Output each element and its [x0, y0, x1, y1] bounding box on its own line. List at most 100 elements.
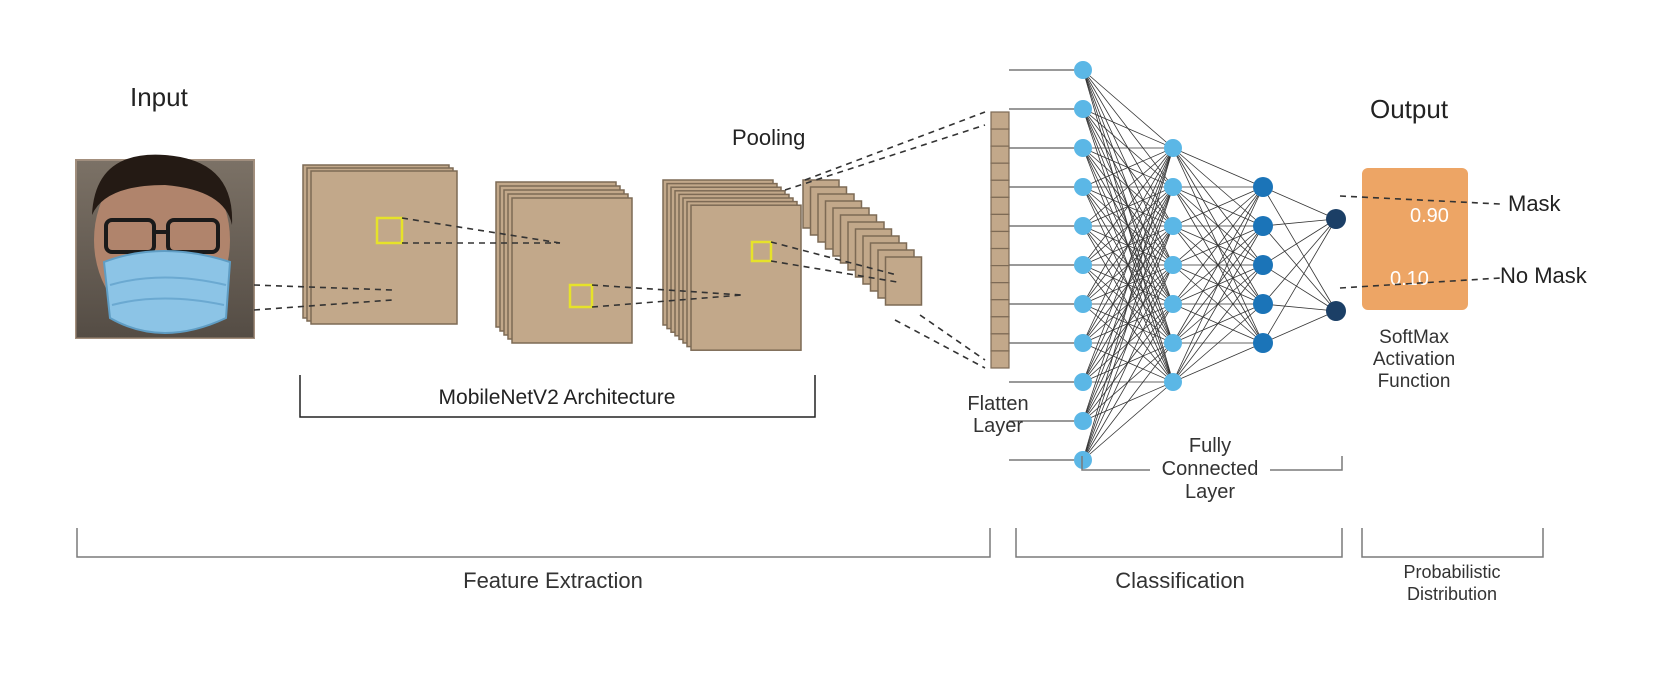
mask-probability: 0.90 [1410, 205, 1449, 227]
connection-line [1082, 147, 1174, 188]
connection-line [1082, 147, 1174, 383]
feature-map-layer [690, 204, 802, 351]
flatten-cell [990, 162, 1010, 181]
network-node [1253, 216, 1273, 236]
connection-line [1262, 303, 1337, 312]
fully-connected-label-line1: Fully [1189, 435, 1231, 457]
network-node [1326, 301, 1346, 321]
connection-line [1172, 342, 1264, 383]
connection-line [1172, 186, 1264, 305]
softmax-label-line3: Function [1378, 371, 1451, 392]
mobilenet-label: MobileNetV2 Architecture [439, 386, 676, 409]
flatten-cell [990, 316, 1010, 335]
network-node [1164, 178, 1182, 196]
classification-label: Classification [1115, 568, 1245, 593]
network-node [1074, 451, 1092, 469]
connection-line [1262, 218, 1337, 344]
connection-line [1172, 186, 1264, 227]
input-photo [75, 154, 255, 339]
connection-line [1082, 342, 1174, 461]
flatten-cell [990, 196, 1010, 215]
network-node [1074, 256, 1092, 274]
flatten-cell [990, 111, 1010, 130]
network-node [1253, 177, 1273, 197]
flatten-layer [990, 111, 1010, 369]
connection-line [1172, 264, 1264, 383]
connection-line [1262, 218, 1337, 266]
network-node [1164, 217, 1182, 235]
connection-line [1082, 147, 1174, 305]
softmax-label-line2: Activation [1373, 349, 1455, 370]
fully-connected-label-line3: Layer [1185, 481, 1235, 503]
feature-extraction-label: Feature Extraction [463, 568, 643, 593]
network-connections [1009, 69, 1337, 461]
output-label: Output [1370, 94, 1449, 124]
mobilenet-bracket [299, 375, 816, 418]
output-dashes [1339, 195, 1501, 289]
bottom-brackets [76, 528, 1544, 558]
network-node [1074, 139, 1092, 157]
feature-map-layer [310, 170, 458, 325]
connection-line [1172, 186, 1264, 383]
network-node [1164, 373, 1182, 391]
connection-line [1262, 186, 1337, 312]
connection-line [1172, 303, 1264, 383]
connection-line [1172, 186, 1264, 344]
network-node [1253, 333, 1273, 353]
connection-line [1262, 225, 1337, 312]
fully-connected-label-line2: Connected [1162, 458, 1259, 480]
dashed-connectors [253, 111, 986, 369]
flatten-cell [990, 350, 1010, 369]
flatten-cell [990, 333, 1010, 352]
connection-line [1172, 225, 1264, 383]
kernel-square-1 [375, 216, 404, 245]
flatten-cell [990, 230, 1010, 250]
flatten-cell [990, 282, 1010, 301]
connection-line [1082, 186, 1174, 461]
kernel-square-2 [568, 283, 594, 309]
connection-line [1082, 147, 1174, 227]
flatten-cell [990, 247, 1010, 267]
connection-line [1172, 186, 1264, 266]
connection-line [1262, 264, 1337, 312]
probabilistic-label-line2: Distribution [1407, 584, 1497, 604]
network-node [1074, 334, 1092, 352]
probabilistic-label-line1: Probabilistic [1403, 562, 1500, 582]
flatten-cell [990, 213, 1010, 233]
softmax-label-line1: SoftMax [1379, 327, 1449, 348]
network-nodes [1074, 61, 1346, 469]
mask-output-label: Mask [1508, 191, 1562, 216]
kernel-square-3 [750, 240, 773, 263]
flatten-cell [990, 179, 1010, 198]
network-node [1074, 178, 1092, 196]
network-node [1074, 100, 1092, 118]
network-node [1074, 217, 1092, 235]
connection-line [1082, 264, 1174, 461]
feature-map-stack-2 [495, 181, 633, 344]
feature-map-layer [511, 197, 633, 344]
network-node [1164, 295, 1182, 313]
connection-line [1262, 186, 1337, 220]
network-node [1164, 139, 1182, 157]
flatten-label-line1: Flatten [967, 393, 1028, 415]
network-node [1164, 256, 1182, 274]
flatten-label-line2: Layer [973, 415, 1023, 437]
softmax-box [1362, 168, 1468, 310]
no-mask-output-label: No Mask [1500, 263, 1588, 288]
feature-map-stack-1 [302, 164, 458, 325]
feature-map-stack-3 [662, 179, 802, 351]
connection-line [1082, 147, 1174, 344]
connection-line [1082, 147, 1174, 422]
network-node [1164, 334, 1182, 352]
network-node [1326, 209, 1346, 229]
network-node [1253, 255, 1273, 275]
connection-line [1082, 147, 1174, 266]
connection-line [1262, 218, 1337, 227]
fully-connected-label-bg [1150, 455, 1270, 481]
connection-line [1082, 69, 1174, 149]
connection-line [1262, 218, 1337, 305]
connection-line [1262, 310, 1337, 344]
network-node [1253, 294, 1273, 314]
input-label: Input [130, 82, 189, 112]
